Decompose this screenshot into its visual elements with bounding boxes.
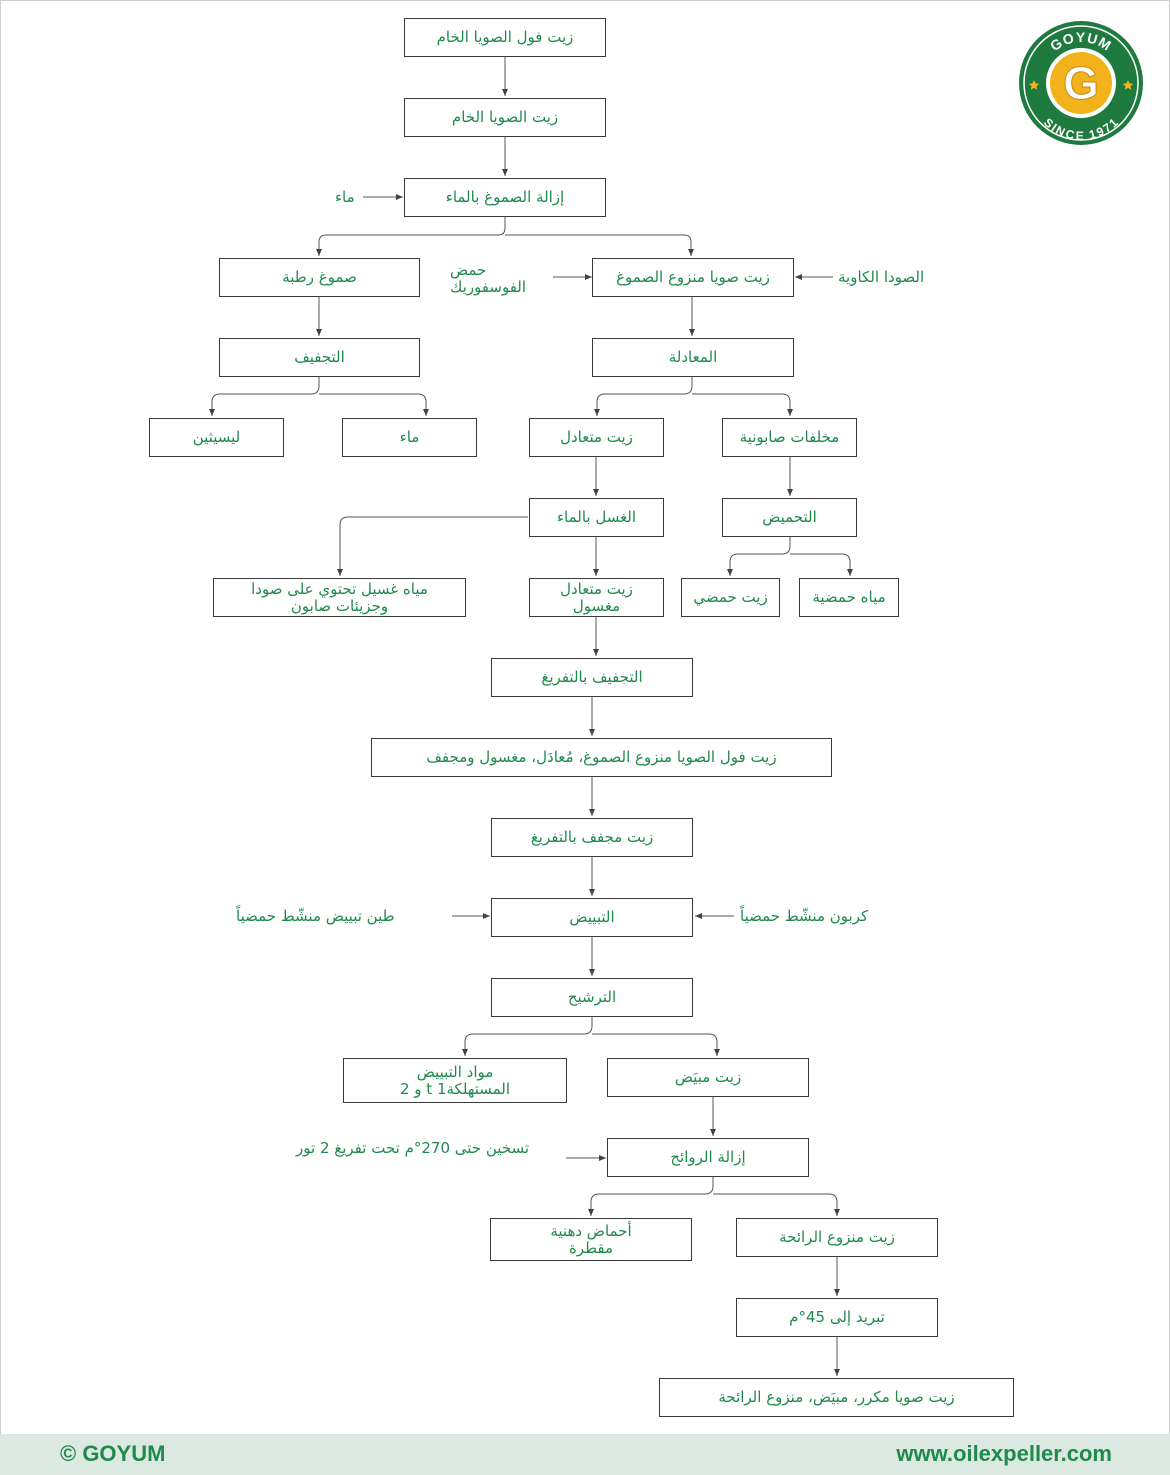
input-water: ماء <box>335 188 355 206</box>
node-vacuum-dried-oil: زيت مجفف بالتفريغ <box>491 818 693 857</box>
footer-website-link[interactable]: www.oilexpeller.com <box>896 1441 1112 1466</box>
node-deodorization: إزالة الروائح <box>607 1138 809 1177</box>
node-water-degumming: إزالة الصموغ بالماء <box>404 178 606 217</box>
goyum-logo: G GOYUM SINCE 1971 <box>1019 21 1143 145</box>
node-drying: التجفيف <box>219 338 420 377</box>
node-neutral-oil: زيت متعادل <box>529 418 664 457</box>
input-heating-vacuum: تسخين حتى 270°م تحت تفريغ 2 تور <box>296 1139 530 1157</box>
logo-letter: G <box>1063 57 1099 109</box>
node-fatty-acid-distillate: أحماض دهنية مقطرة <box>490 1218 692 1261</box>
node-neutralization: المعادلة <box>592 338 794 377</box>
input-phosphoric-acid: حمض الفوسفوريك <box>450 261 527 296</box>
node-filtration: الترشيح <box>491 978 693 1017</box>
node-lecithin: ليسيثين <box>149 418 284 457</box>
logo-star-left-icon <box>1028 80 1040 90</box>
node-vacuum-drying: التجفيف بالتفريغ <box>491 658 693 697</box>
node-deodorized-oil: زيت منزوع الرائحة <box>736 1218 938 1257</box>
input-activated-carbon: كربون منشّط حمضياً <box>740 907 869 925</box>
node-cooling: تبريد إلى 45°م <box>736 1298 938 1337</box>
footer-copyright: © GOYUM <box>60 1441 166 1466</box>
node-washed-neutral-oil: زيت متعادل مغسول <box>529 578 664 617</box>
node-crude-soy-oil: زيت الصويا الخام <box>404 98 606 137</box>
node-spent-bleaching: مواد التبييض المستهلكةt 1 و 2 <box>343 1058 567 1103</box>
input-bleaching-clay: طين تبييض منشّط حمضياً <box>236 907 395 925</box>
input-caustic-soda: الصودا الكاوية <box>838 268 925 286</box>
node-degummed-oil: زيت صويا منزوع الصموغ <box>592 258 794 297</box>
node-bleaching: التبييض <box>491 898 693 937</box>
node-wet-gums: صموغ رطبة <box>219 258 420 297</box>
node-water-output: ماء <box>342 418 477 457</box>
logo-star-right-icon <box>1122 80 1134 90</box>
footer-bar: © GOYUM www.oilexpeller.com <box>0 1434 1170 1475</box>
node-soapstock: مخلفات صابونية <box>722 418 857 457</box>
node-acid-oil: زيت حمضي <box>681 578 780 617</box>
node-dnwd-oil: زيت فول الصويا منزوع الصموغ، مُعادَل، مغ… <box>371 738 832 777</box>
node-acid-water: مياه حمضية <box>799 578 899 617</box>
node-water-washing: الغسل بالماء <box>529 498 664 537</box>
node-crude-soybean-oil: زيت فول الصويا الخام <box>404 18 606 57</box>
node-final-oil: زيت صويا مكرر، مبيَض، منزوع الرائحة <box>659 1378 1014 1417</box>
node-acidulation: التحميض <box>722 498 857 537</box>
node-bleached-oil: زيت مبيَض <box>607 1058 809 1097</box>
node-wash-water: مياه غسيل تحتوي على صودا وجزيئات صابون <box>213 578 466 617</box>
